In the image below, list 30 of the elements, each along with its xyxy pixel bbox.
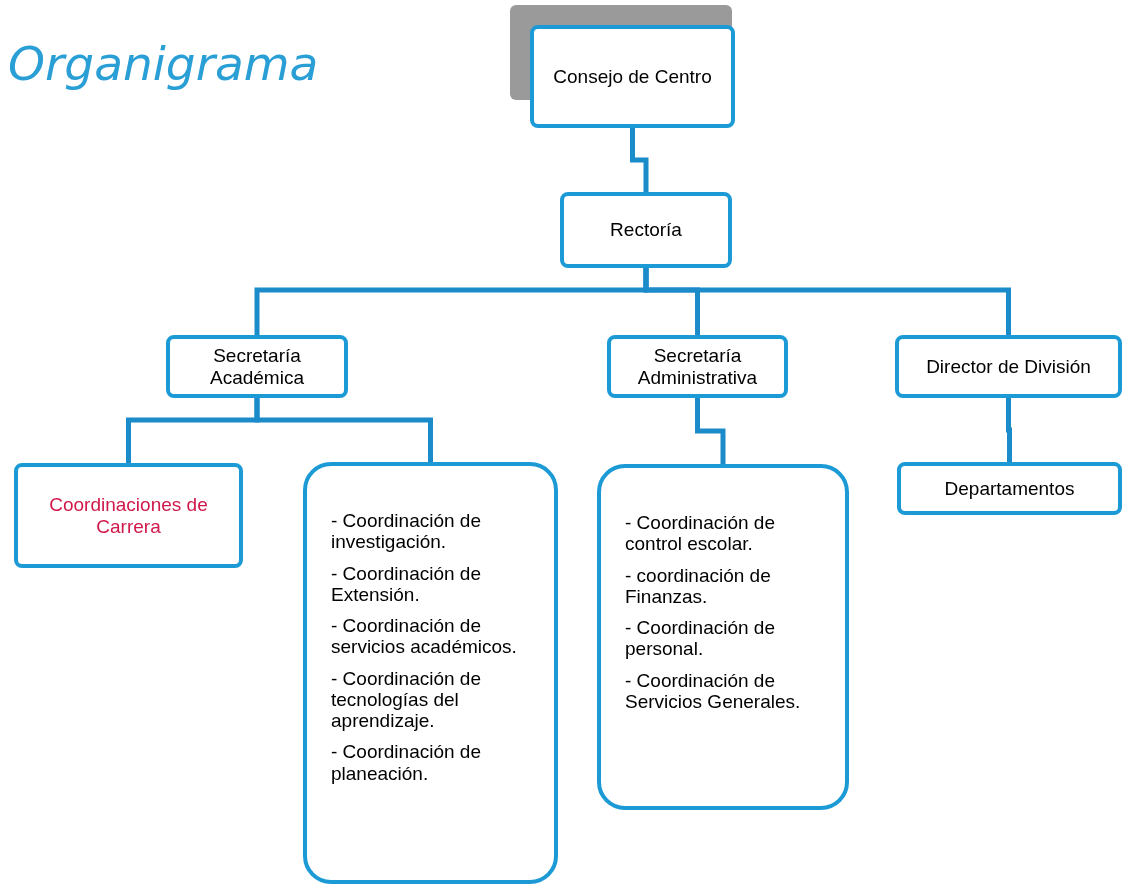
list-item: - Coordinación de Servicios Generales. — [625, 669, 802, 713]
list-item: - Coordinación de tecnologías del aprendizaje. — [331, 667, 482, 732]
connector-line — [630, 128, 649, 192]
list-item: - Coordinación de Extensión. — [331, 562, 482, 606]
box-label: Departamentos — [944, 477, 1075, 500]
connector-line — [254, 398, 433, 462]
connector-line — [1006, 398, 1012, 462]
list-item: - Coordinación de control escolar. — [625, 512, 776, 555]
box-label: Rectoría — [610, 219, 682, 241]
box-label: Secretaría Académica — [209, 345, 305, 388]
box-label: Director de División — [926, 355, 1091, 378]
box-label: Coordinaciones de Carrera — [48, 494, 209, 537]
list-item: - Coordinación de servicios académicos. — [331, 615, 518, 658]
org-box — [895, 335, 1122, 398]
box-label: Consejo de Centro — [553, 65, 712, 88]
connector-line — [643, 268, 1011, 335]
list-item: - Coordinación de personal. — [625, 617, 776, 660]
box-label: Secretaría Administrativa — [636, 345, 759, 388]
list-item: - Coordinación de investigación. — [331, 510, 482, 553]
connector-line — [695, 398, 726, 464]
list-box — [303, 462, 558, 884]
org-box — [897, 462, 1122, 515]
org-box — [607, 335, 788, 398]
list-item: - coordinación de Finanzas. — [625, 564, 772, 608]
list-box — [597, 464, 849, 810]
list-item: - Coordinación de planeación. — [331, 741, 482, 784]
org-box — [166, 335, 348, 398]
org-box — [14, 463, 243, 568]
org-box — [530, 25, 735, 128]
org-box — [560, 192, 732, 268]
